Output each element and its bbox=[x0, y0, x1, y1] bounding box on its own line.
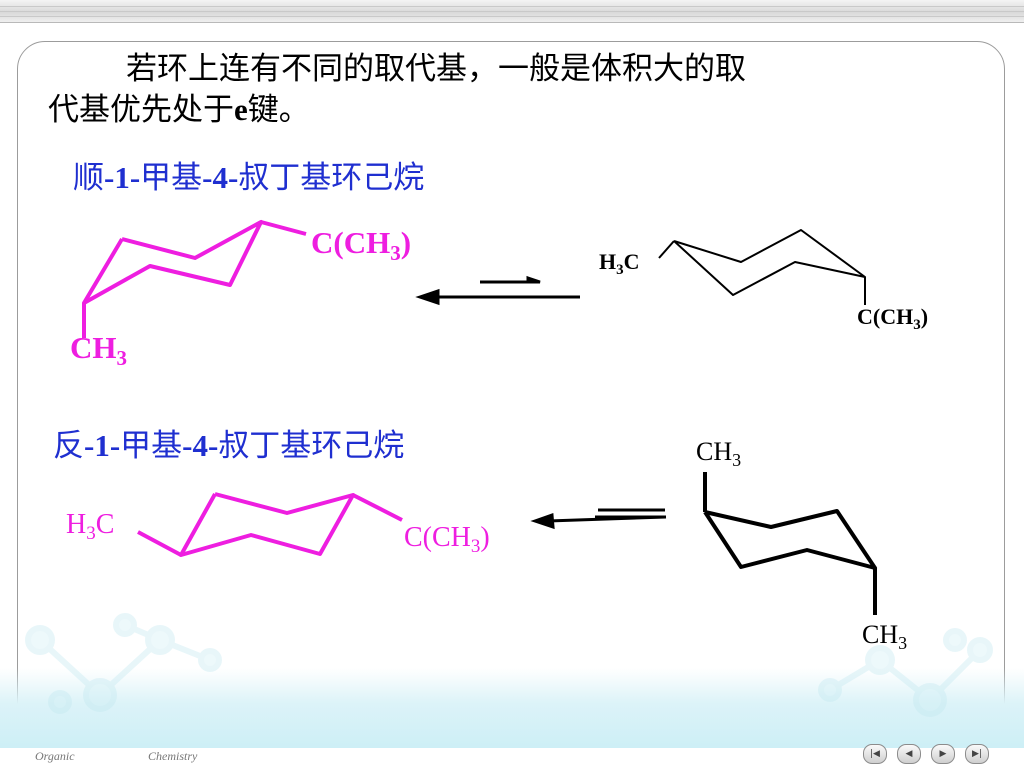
cis-left-methyl-label: CH3 bbox=[70, 330, 127, 370]
trans-chair-left bbox=[137, 492, 403, 557]
cis-left-tbu-label: C(CH3) bbox=[311, 225, 411, 265]
cis-equilibrium-arrow bbox=[415, 275, 580, 306]
cis-right-tbu-label: C(CH3) bbox=[857, 304, 928, 333]
intro-line-2: 代基优先处于e键。 bbox=[48, 92, 310, 127]
trans-equilibrium-arrow bbox=[530, 508, 667, 530]
trans-right-bottom-methyl-label: CH3 bbox=[862, 620, 907, 653]
nav-next-button[interactable]: ▶ bbox=[931, 744, 955, 764]
footer-chemistry: Chemistry bbox=[148, 749, 198, 763]
trans-title: 反-1-甲基-4-叔丁基环己烷 bbox=[53, 428, 405, 463]
trans-left-tbu-label: C(CH3) bbox=[404, 522, 490, 557]
cis-title: 顺-1-甲基-4-叔丁基环己烷 bbox=[73, 160, 425, 195]
nav-prev-button[interactable]: ◀ bbox=[897, 744, 921, 764]
footer-organic: Organic bbox=[35, 749, 75, 763]
molecule-decoration bbox=[25, 613, 993, 717]
intro-text: 若环上连有不同的取代基，一般是体积大的取 代基优先处于e键。 bbox=[48, 48, 948, 130]
intro-line-1: 若环上连有不同的取代基，一般是体积大的取 bbox=[126, 51, 746, 86]
bottom-decor-band bbox=[0, 668, 1024, 748]
cis-chair-left bbox=[82, 220, 307, 338]
nav-first-button[interactable]: |◀ bbox=[863, 744, 887, 764]
slide-frame bbox=[17, 41, 1005, 747]
trans-left-methyl-label: H3C bbox=[66, 509, 114, 544]
trans-right-top-methyl-label: CH3 bbox=[696, 437, 741, 470]
nav-last-button[interactable]: ▶| bbox=[965, 744, 989, 764]
cis-chair-right bbox=[658, 229, 866, 305]
top-decor-bar bbox=[0, 0, 1024, 23]
trans-chair-right bbox=[703, 472, 877, 615]
cis-right-methyl-label: H3C bbox=[599, 249, 640, 278]
